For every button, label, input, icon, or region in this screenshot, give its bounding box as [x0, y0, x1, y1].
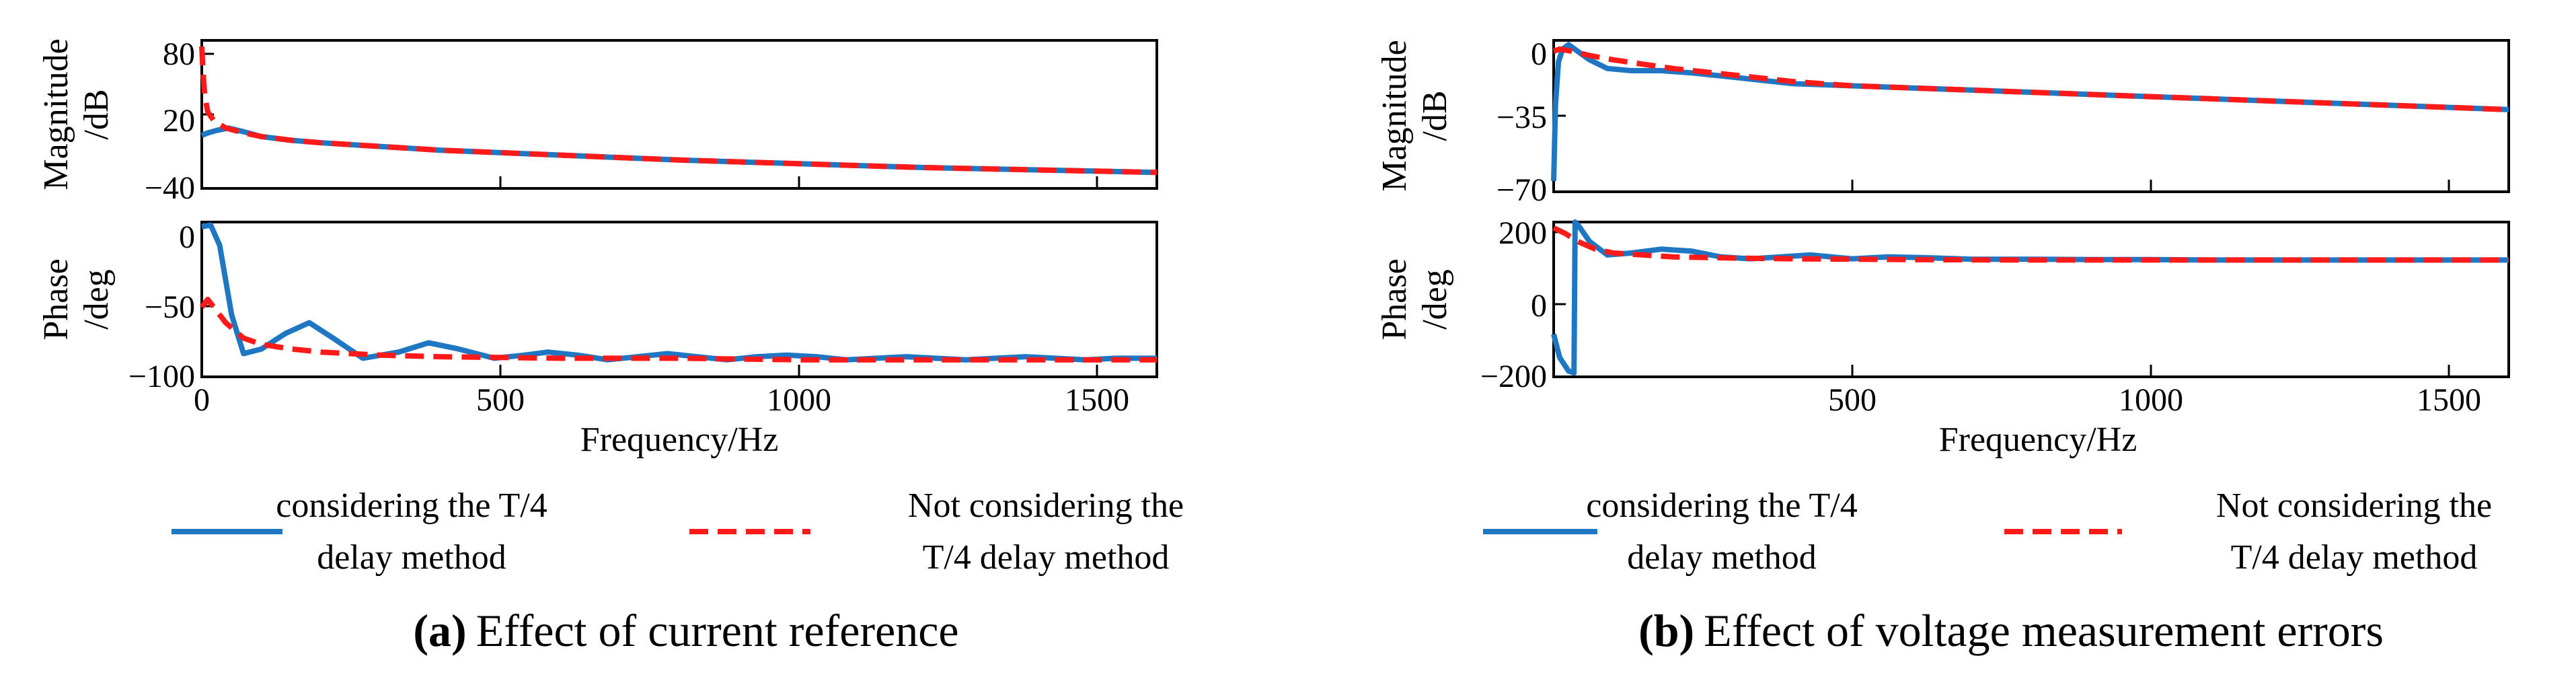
panel-a-legend: considering the T/4 delay method Not con…: [172, 487, 1184, 577]
panel-b-mag-tick-neg70: −70: [1497, 172, 1547, 208]
panel-a-legend-considering-line2: delay method: [317, 538, 506, 577]
panel-b-magnitude-lines: [1551, 42, 2509, 181]
panel-a-xtick-0: 0: [194, 382, 210, 418]
panel-a-magnitude-xticks: [499, 176, 1098, 188]
panel-b-magnitude-plot: 0 −35 −70 Magnitude /dB: [1375, 36, 2510, 208]
panel-a-magnitude-lines: [199, 46, 1158, 176]
panel-b-xtick-1000: 1000: [2119, 382, 2183, 418]
panel-a-phase-lines: [199, 222, 1157, 363]
panel-a-legend-considering-line1: considering the T/4: [276, 487, 547, 525]
panel-a-caption-letter: (a): [413, 605, 466, 656]
panel-b-phase-tick-neg200: −200: [1480, 359, 1547, 394]
panel-b-phase-tick-200: 200: [1499, 215, 1547, 251]
panel-a-xtick-1000: 1000: [767, 382, 831, 418]
panel-a-magnitude-plot: 80 20 −40 Magnitude /dB: [37, 36, 1158, 206]
panel-a: 80 20 −40 Magnitude /dB 0 −50 −100 Phase…: [37, 36, 1184, 656]
panel-a-mag-ylabel-2: /dB: [77, 89, 116, 139]
panel-b-magnitude-considering-series-line: [1551, 42, 2509, 181]
panel-b-phase-yticks: [1554, 231, 1566, 305]
panel-a-magnitude-considering-series-line: [200, 125, 1158, 176]
panel-b-caption-text: Effect of voltage measurement errors: [1704, 605, 2384, 656]
panel-b-legend: considering the T/4 delay method Not con…: [1483, 487, 2492, 577]
panel-b-phase-considering-series-line: [1551, 219, 2509, 376]
panel-b-mag-tick-0: 0: [1531, 36, 1547, 72]
panel-a-mag-tick-neg40: −40: [145, 170, 195, 206]
panel-a-legend-not-considering-line1: Not considering the: [908, 487, 1184, 525]
panel-a-phase-ylabel-2: /deg: [77, 269, 116, 330]
panel-b-mag-ylabel-2: /dB: [1416, 90, 1454, 141]
panel-b-caption: (b)Effect of voltage measurement errors: [1638, 605, 2384, 656]
panel-a-mag-tick-20: 20: [163, 103, 195, 139]
panel-a-xtick-1500: 1500: [1065, 382, 1129, 418]
panel-a-phase-frame: [200, 221, 1158, 378]
panel-a-xtick-500: 500: [476, 382, 525, 418]
panel-b-caption-letter: (b): [1638, 605, 1694, 656]
panel-b-phase-ylabel-1: Phase: [1375, 258, 1414, 340]
panel-a-caption: (a)Effect of current reference: [413, 605, 958, 656]
panel-b-mag-ylabel-1: Magnitude: [1375, 40, 1414, 191]
panel-b-legend-considering-line1: considering the T/4: [1586, 487, 1857, 525]
panel-b-legend-not-considering-line2: T/4 delay method: [2231, 538, 2478, 577]
panel-b-phase-ylabel-2: /deg: [1416, 269, 1454, 330]
panel-b-xtick-1500: 1500: [2417, 382, 2481, 418]
panel-a-magnitude-frame: [200, 39, 1158, 190]
panel-a-phase-tick-neg100: −100: [128, 359, 195, 394]
panel-b-phase-plot: 200 0 −200 Phase /deg 500 1000 1500 Freq…: [1375, 215, 2510, 459]
panel-b-magnitude-not-considering-series-line: [1552, 46, 2509, 112]
panel-b-phase-not-considering-series-line: [1552, 225, 2509, 263]
panel-a-mag-ylabel-1: Magnitude: [37, 38, 75, 190]
panel-b-phase-xticks: [1851, 365, 2450, 377]
panel-b-phase-lines: [1551, 219, 2509, 376]
panel-a-phase-xticks: [499, 365, 1098, 377]
panel-b-xlabel: Frequency/Hz: [1939, 421, 2137, 459]
panel-a-mag-tick-80: 80: [163, 36, 195, 72]
panel-a-caption-text: Effect of current reference: [476, 605, 959, 656]
panel-b-magnitude-xticks: [1851, 180, 2450, 192]
panel-b-mag-tick-neg35: −35: [1497, 100, 1547, 135]
panel-a-phase-considering-series-line: [201, 222, 1157, 363]
panel-b-phase-tick-0: 0: [1531, 288, 1547, 324]
panel-a-phase-not-considering-series-line: [199, 297, 1157, 363]
panel-b-magnitude-frame: [1552, 39, 2510, 193]
panel-a-phase-ylabel-1: Phase: [37, 258, 75, 340]
panel-b-phase-frame: [1552, 221, 2510, 378]
panel-a-phase-tick-neg50: −50: [145, 289, 195, 325]
panel-b-legend-not-considering-line1: Not considering the: [2216, 487, 2492, 525]
panel-a-legend-not-considering-line2: T/4 delay method: [923, 538, 1170, 577]
panel-a-xlabel: Frequency/Hz: [580, 421, 779, 459]
panel-a-phase-tick-0: 0: [179, 219, 195, 255]
panel-b-legend-considering-line2: delay method: [1627, 538, 1817, 577]
panel-a-magnitude-not-considering-series-line: [199, 46, 1158, 176]
panel-b-xtick-500: 500: [1828, 382, 1877, 418]
panel-a-phase-plot: 0 −50 −100 Phase /deg 0 500 1000 1500 Fr…: [37, 219, 1158, 459]
panel-b: 0 −35 −70 Magnitude /dB 200 0 −200 Phase…: [1375, 36, 2510, 656]
